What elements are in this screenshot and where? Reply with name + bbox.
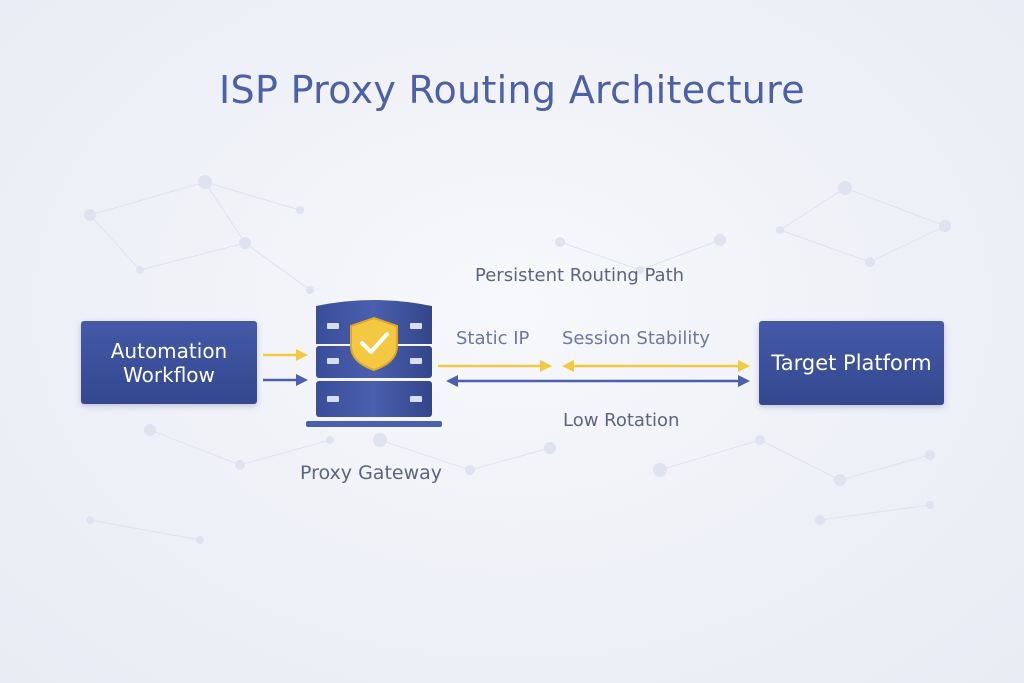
- static-ip-label: Static IP: [456, 328, 530, 349]
- static-ip-arrow: [438, 360, 552, 372]
- input-arrow-blue: [263, 374, 308, 386]
- automation-workflow-node: Automation Workflow: [81, 321, 257, 404]
- automation-workflow-label: Automation Workflow: [110, 338, 228, 387]
- session-stability-label: Session Stability: [562, 328, 711, 349]
- target-platform-label: Target Platform: [771, 351, 932, 375]
- diagram-title: ISP Proxy Routing Architecture: [219, 68, 805, 112]
- input-arrow-yellow: [263, 349, 308, 361]
- session-stability-arrow: [562, 360, 750, 372]
- low-rotation-arrow: [446, 375, 750, 387]
- low-rotation-label: Low Rotation: [563, 410, 680, 431]
- target-platform-node: Target Platform: [759, 321, 944, 405]
- persistent-routing-path-label: Persistent Routing Path: [475, 265, 685, 286]
- shield-check-icon: [350, 316, 398, 372]
- proxy-gateway-label: Proxy Gateway: [300, 462, 443, 484]
